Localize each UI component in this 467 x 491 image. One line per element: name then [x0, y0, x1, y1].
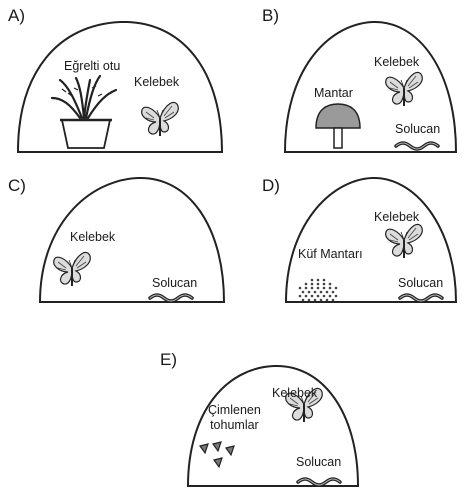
option-label-a: A) — [8, 6, 25, 25]
fern-illustration — [50, 74, 118, 149]
label-seeds-line2: tohumlar — [210, 418, 259, 432]
butterfly-c — [52, 251, 92, 287]
seeds-illustration — [198, 441, 235, 469]
dome-e — [186, 364, 360, 487]
option-label-d: D) — [262, 176, 280, 195]
worm-e — [296, 477, 342, 487]
dome-b — [283, 20, 458, 153]
worm-d — [398, 293, 444, 303]
butterfly-d — [384, 223, 424, 259]
label-mushroom-b: Mantar — [314, 86, 353, 100]
label-worm-b: Solucan — [395, 122, 441, 136]
label-worm-e: Solucan — [296, 455, 342, 469]
mold-illustration — [298, 278, 338, 302]
dome-d — [284, 176, 458, 303]
worm-b — [394, 141, 440, 151]
butterfly-b — [384, 71, 424, 107]
option-label-c: C) — [8, 176, 26, 195]
label-butterfly-d: Kelebek — [374, 210, 420, 224]
label-worm-d: Solucan — [398, 276, 444, 290]
option-label-e: E) — [160, 350, 177, 369]
label-mold-d: Küf Mantarı — [298, 247, 363, 261]
label-seeds-e: Çimlenen tohumlar — [208, 403, 261, 433]
label-worm-c: Solucan — [152, 276, 198, 290]
dome-a — [16, 20, 224, 153]
label-butterfly-c: Kelebek — [70, 230, 116, 244]
mushroom-illustration — [315, 103, 361, 149]
label-butterfly-e: Kelebek — [272, 386, 318, 400]
label-fern-a: Eğrelti otu — [64, 59, 121, 73]
option-label-b: B) — [262, 6, 279, 25]
worm-c — [148, 293, 194, 303]
label-butterfly-a: Kelebek — [134, 75, 180, 89]
butterfly-a — [140, 101, 180, 137]
label-seeds-line1: Çimlenen — [208, 403, 261, 417]
label-butterfly-b: Kelebek — [374, 55, 420, 69]
dome-c — [38, 176, 226, 303]
